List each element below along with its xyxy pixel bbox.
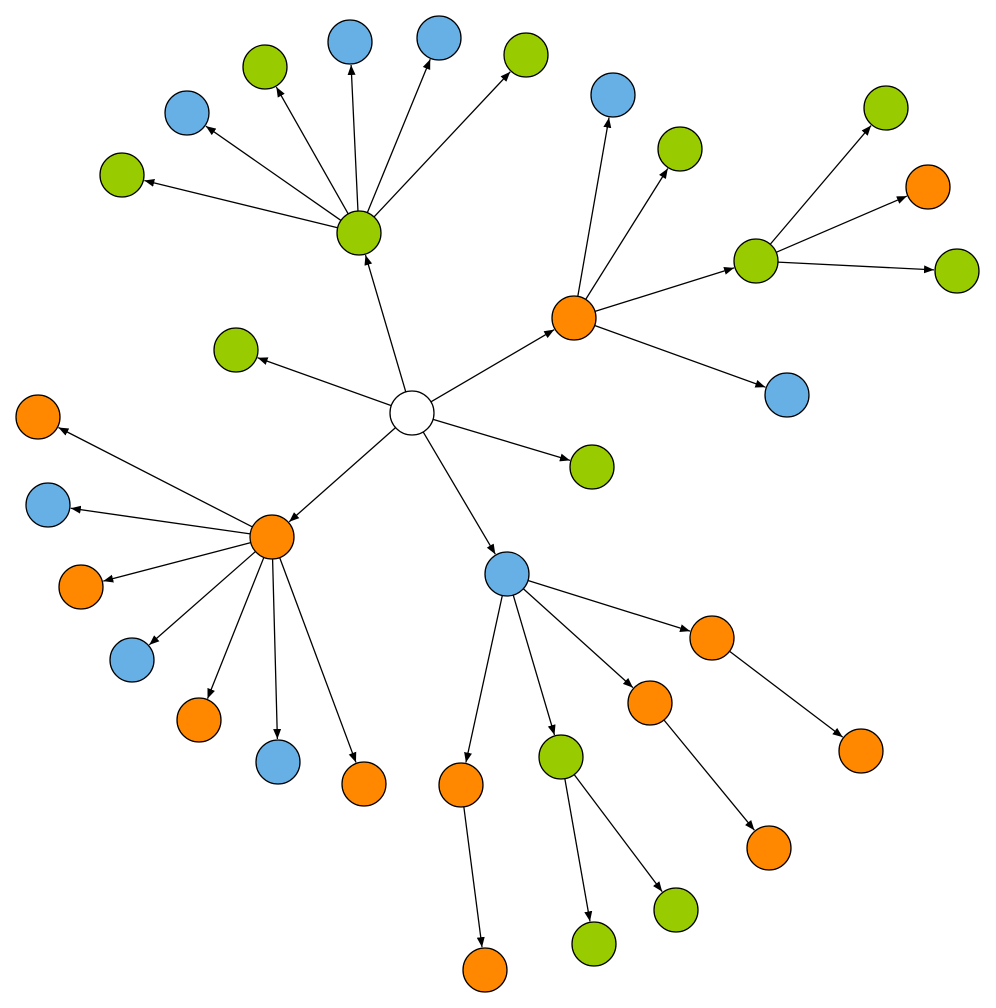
- edge-bg-to-bgc1: [564, 778, 593, 922]
- node-t2-blue: [164, 90, 210, 136]
- node-bo3c-orange: [838, 728, 884, 774]
- edge-root-to-b_bottom: [422, 431, 496, 555]
- edge-g_top-to-t5: [366, 59, 431, 213]
- edge-o_left-to-l7: [279, 557, 357, 763]
- node-bgc1-green: [571, 921, 617, 967]
- edge-o_right-to-r1: [577, 117, 612, 297]
- node-b_bottom-blue: [484, 551, 530, 597]
- edge-o_left-to-l5: [206, 557, 265, 699]
- edge-bo3-to-bo3c: [729, 650, 844, 738]
- edge-bo2-to-bo2c: [663, 719, 755, 831]
- node-l2-blue: [25, 482, 71, 528]
- edge-o_right-to-g_right: [594, 267, 735, 313]
- node-rg3-green: [934, 248, 980, 294]
- edge-g_top-to-t2: [205, 125, 342, 221]
- node-bo3-orange: [689, 615, 735, 661]
- edge-root-to-g_left: [257, 357, 392, 407]
- edge-o_left-to-l6: [271, 558, 282, 740]
- edge-g_top-to-t1: [144, 178, 338, 229]
- edge-bo1-to-bo1c: [463, 806, 485, 948]
- node-l4-blue: [109, 637, 155, 683]
- node-bgc2-green: [653, 887, 699, 933]
- node-t3-green: [242, 44, 288, 90]
- node-t6-green: [503, 32, 549, 78]
- edge-o_left-to-l1: [58, 426, 253, 528]
- edge-g_top-to-t4: [347, 64, 359, 212]
- node-l5-orange: [176, 697, 222, 743]
- node-r2-green: [657, 126, 703, 172]
- edge-g_right-to-rg1: [769, 125, 872, 245]
- edge-o_left-to-l4: [148, 551, 256, 646]
- node-l3-orange: [58, 564, 104, 610]
- node-g_left-green: [213, 327, 259, 373]
- edge-o_left-to-l3: [103, 541, 251, 583]
- edge-o_right-to-r4: [594, 324, 766, 388]
- edge-g_top-to-t6: [373, 71, 511, 218]
- edge-root-to-g_top: [364, 254, 407, 393]
- node-l6-blue: [255, 739, 301, 785]
- node-l7-orange: [341, 761, 387, 807]
- node-bo2-orange: [627, 680, 673, 726]
- node-rg2-orange: [905, 164, 951, 210]
- edge-b_bottom-to-bo1: [464, 595, 503, 763]
- edge-g_right-to-rg2: [775, 195, 908, 253]
- node-t1-green: [99, 152, 145, 198]
- node-bg-green: [538, 734, 584, 780]
- node-bo1-orange: [438, 762, 484, 808]
- node-root-root: [389, 390, 435, 436]
- node-t5-blue: [416, 15, 462, 61]
- edge-bg-to-bgc2: [573, 774, 663, 893]
- edge-o_left-to-l2: [70, 505, 251, 535]
- edge-o_right-to-r2: [585, 168, 669, 300]
- edge-layer: [58, 59, 935, 948]
- node-l1-orange: [15, 394, 61, 440]
- edge-root-to-o_right: [430, 329, 555, 403]
- node-bo2c-orange: [746, 825, 792, 871]
- edge-b_bottom-to-bo2: [522, 588, 634, 689]
- edge-root-to-g_lower: [432, 418, 571, 462]
- node-bo1c-orange: [462, 947, 508, 993]
- node-o_left-orange: [249, 514, 295, 560]
- edge-g_top-to-t3: [275, 86, 349, 215]
- node-rg1-green: [863, 85, 909, 131]
- node-g_right-green: [733, 238, 779, 284]
- node-t4-blue: [327, 19, 373, 65]
- node-r1-blue: [590, 72, 636, 118]
- node-r4-blue: [764, 372, 810, 418]
- edge-root-to-o_left: [288, 427, 396, 523]
- edge-b_bottom-to-bg: [512, 594, 556, 736]
- node-layer: [15, 15, 980, 993]
- node-g_top-green: [336, 210, 382, 256]
- edge-g_right-to-rg3: [777, 261, 935, 274]
- node-o_right-orange: [551, 295, 597, 341]
- node-g_lower-green: [569, 444, 615, 490]
- edge-b_bottom-to-bo3: [527, 579, 691, 632]
